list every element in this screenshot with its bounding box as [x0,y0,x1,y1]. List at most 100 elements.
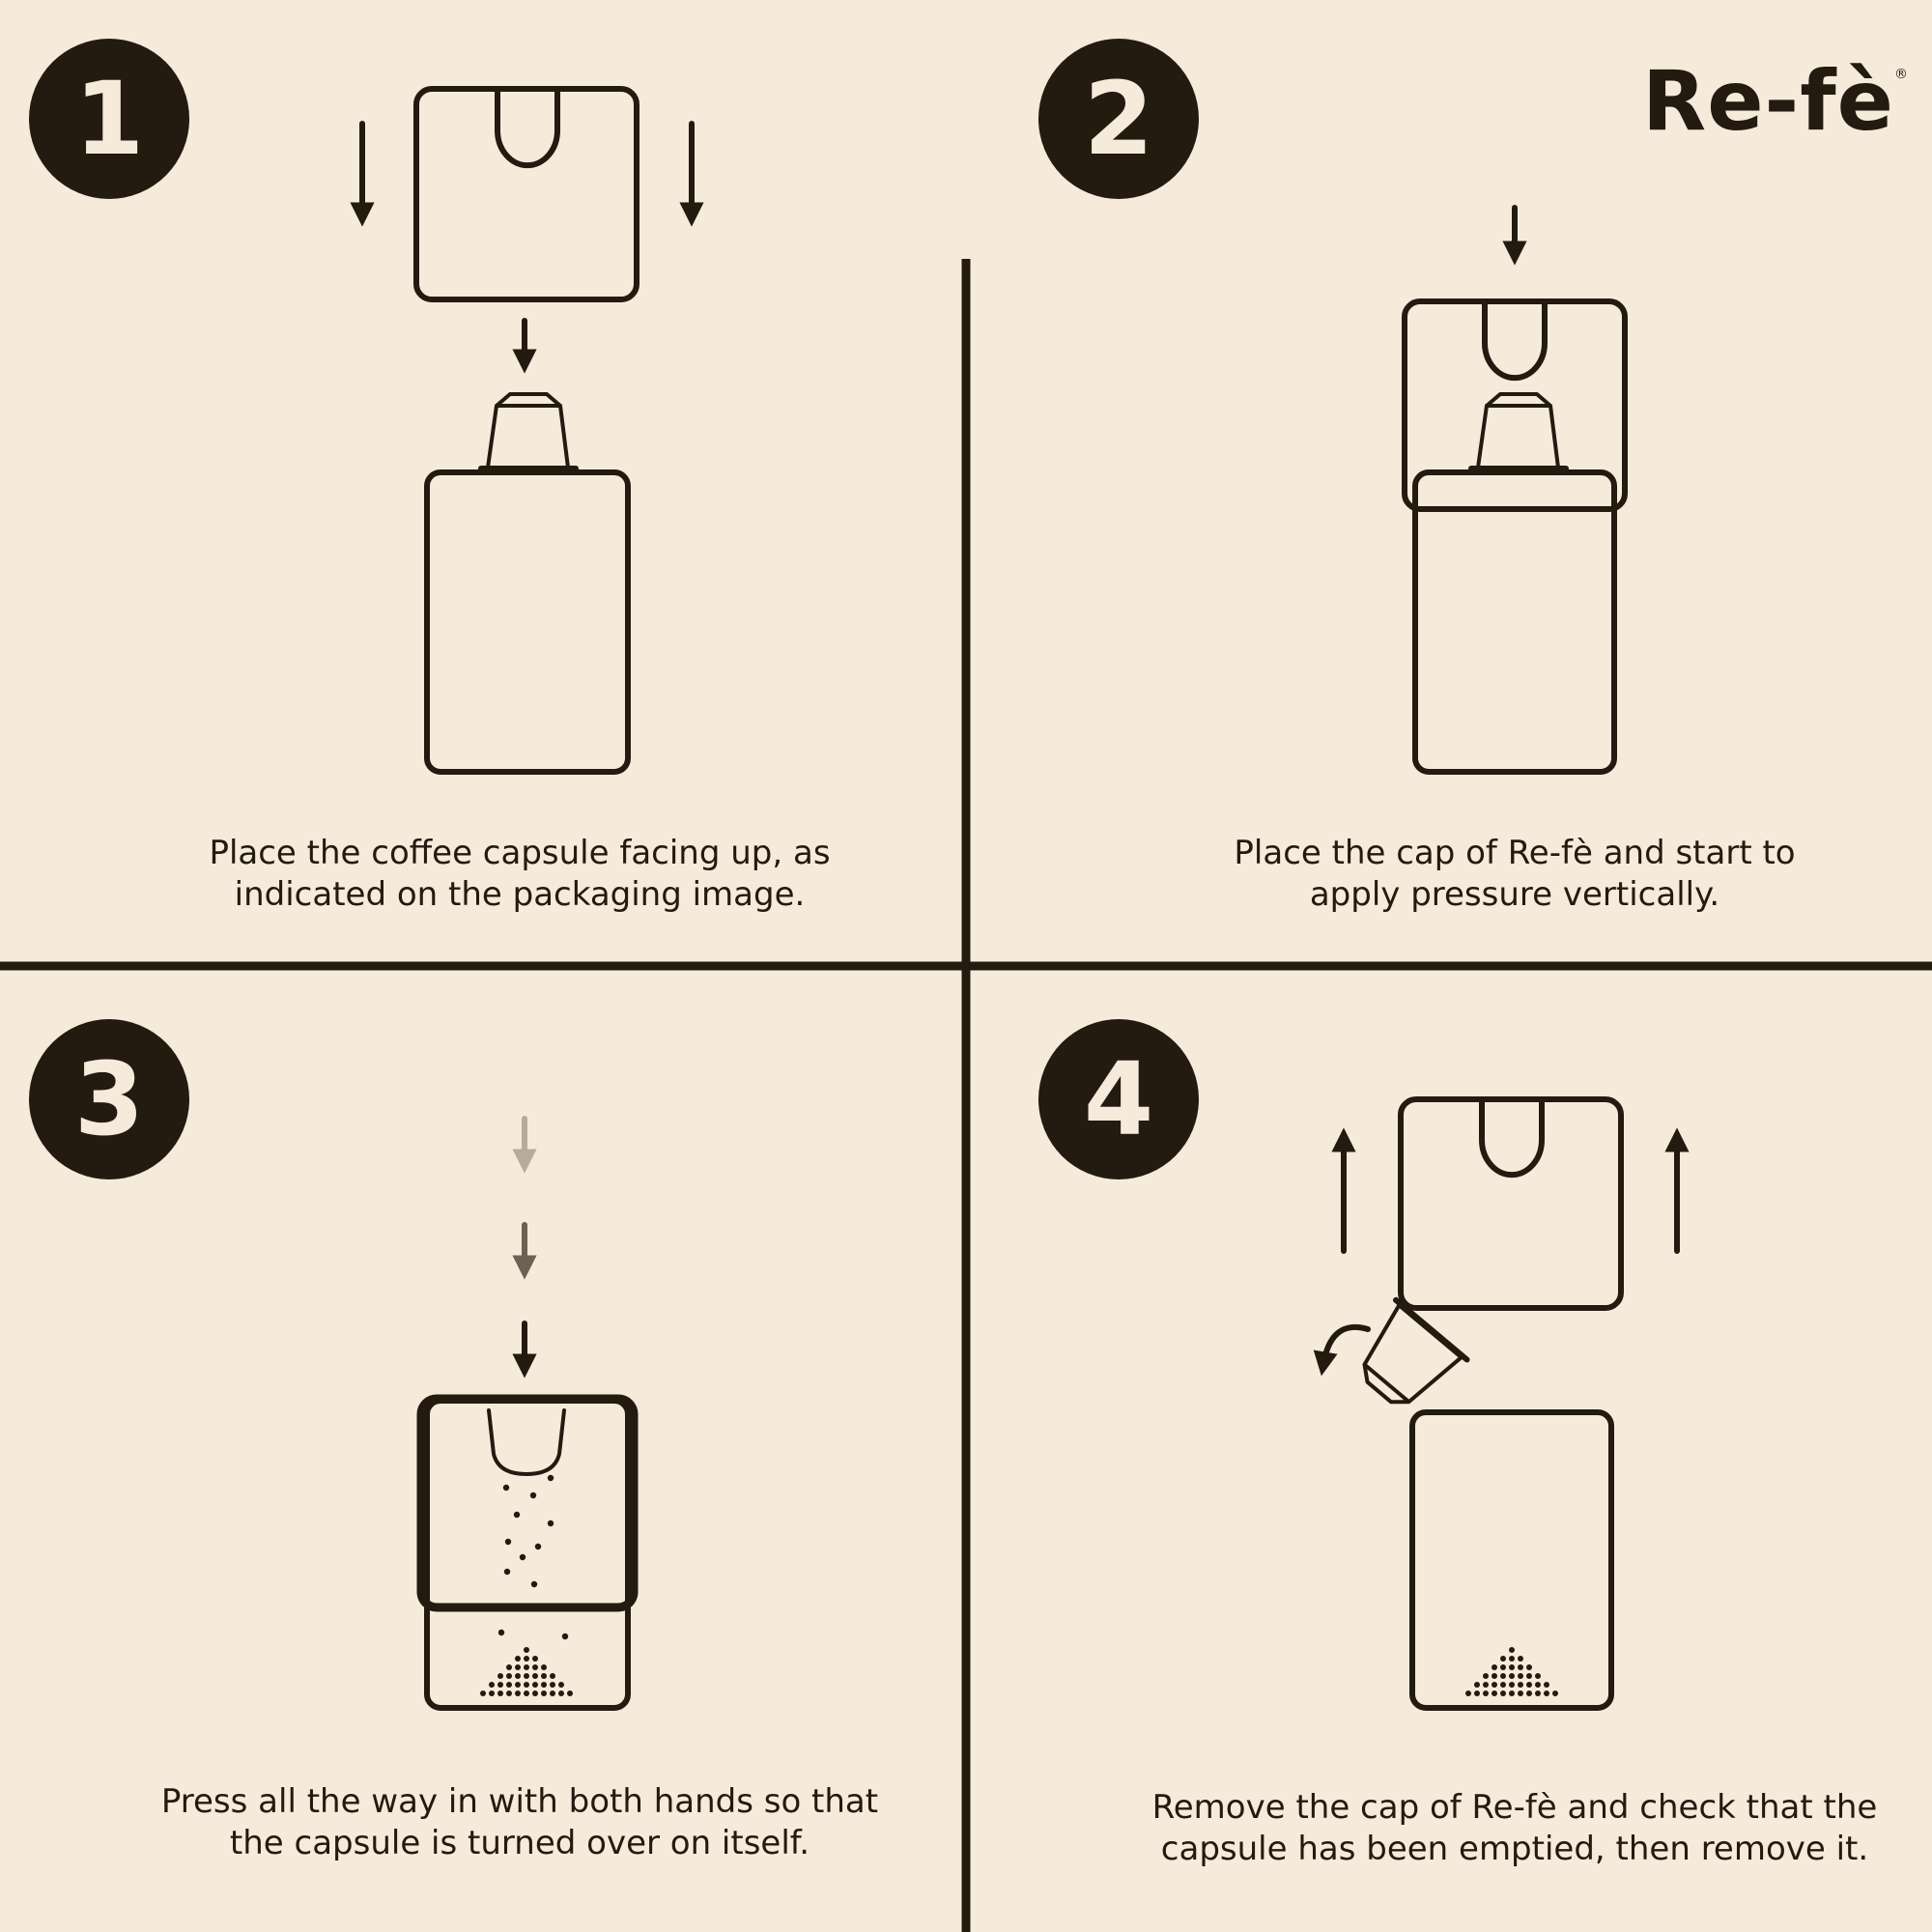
coffee-ground-dot [550,1673,555,1679]
step-4-tilted-capsule [1362,1296,1470,1405]
step-4-caption: Remove the cap of Re-fè and check that t… [1099,1787,1930,1870]
step-1-number-badge: 1 [29,39,189,199]
coffee-ground-dot [541,1673,547,1679]
coffee-ground-dot [1492,1664,1497,1670]
step-3-base [424,1398,631,1711]
step-1-base [424,469,631,775]
coffee-ground-dot [567,1690,573,1696]
panel-dividers [0,259,1932,1932]
coffee-ground-dot [506,1664,512,1670]
coffee-ground-dot [1526,1690,1532,1696]
coffee-ground-dot [1526,1673,1532,1679]
coffee-ground-dot [550,1682,555,1688]
coffee-ground-dot [1535,1673,1541,1679]
step-1-caption-line-2: indicated on the packaging image. [234,875,806,914]
step-4-caption-line-2: capsule has been emptied, then remove it… [1160,1830,1869,1868]
step-4-illustration [1313,1096,1690,1711]
coffee-ground-dot [1544,1682,1549,1688]
coffee-ground-dot [1509,1664,1515,1670]
coffee-ground-dot [1509,1656,1515,1662]
coffee-ground-dot [1492,1690,1497,1696]
coffee-ground-dot [506,1682,512,1688]
step-1-cap [413,86,639,302]
coffee-ground-dot [506,1690,512,1696]
coffee-ground-dot [1509,1673,1515,1679]
coffee-ground-dot [515,1673,521,1679]
coffee-ground-dot [1526,1664,1532,1670]
step-2-caption-line-1: Place the cap of Re-fè and start to [1234,834,1796,872]
step-3-inverted-capsule [487,1408,566,1476]
coffee-ground-dot [1526,1682,1532,1688]
coffee-ground-dot [558,1690,564,1696]
coffee-ground-dot [1500,1673,1506,1679]
step-2-illustration [1402,205,1628,775]
coffee-ground-dot [1552,1690,1558,1696]
coffee-ground-dot [1483,1690,1489,1696]
coffee-ground-dot [532,1664,538,1670]
coffee-ground-dot [1474,1682,1480,1688]
coffee-ground-dot [1518,1664,1523,1670]
coffee-ground-dot [515,1656,521,1662]
coffee-ground-dot [524,1647,529,1653]
step-3-coffee-pile [480,1647,573,1696]
step-3-falling-grounds [497,1474,569,1640]
coffee-ground-dot [541,1690,547,1696]
coffee-ground-dot [524,1682,529,1688]
coffee-ground-dot [550,1690,555,1696]
coffee-ground-dot [1492,1682,1497,1688]
coffee-ground-dot [515,1690,521,1696]
coffee-ground-dot [541,1682,547,1688]
coffee-ground-dot [1518,1673,1523,1679]
coffee-ground-dot [532,1682,538,1688]
coffee-ground-dot [532,1656,538,1662]
step-1-illustration [350,86,704,775]
coffee-ground-dot [1535,1682,1541,1688]
step-3-cap [416,1394,639,1612]
coffee-ground-dot [1483,1673,1489,1679]
coffee-ground-dot [489,1690,495,1696]
coffee-ground-dot [1474,1690,1480,1696]
brand-logo: Re-fè® [1642,60,1909,143]
step-2-number-badge: 2 [1038,39,1199,199]
coffee-ground-dot [524,1656,529,1662]
step-1-caption-line-1: Place the coffee capsule facing up, as [209,834,831,872]
coffee-ground-dot [497,1682,503,1688]
coffee-ground-dot [524,1673,529,1679]
step-1-cap-notch [495,88,560,169]
coffee-ground-dot [541,1664,547,1670]
coffee-ground-dot [1518,1682,1523,1688]
coffee-ground-dot [497,1690,503,1696]
step-3-number-badge: 3 [29,1019,189,1179]
step-4-number-badge: 4 [1038,1019,1199,1179]
coffee-ground-dot [480,1690,486,1696]
step-4-cap [1398,1096,1624,1311]
step-2-caption-line-2: apply pressure vertically. [1309,875,1720,914]
step-2-base [1412,469,1617,775]
step-3-caption: Press all the way in with both hands so … [104,1781,935,1864]
step-1-caption: Place the coffee capsule facing up, as i… [104,833,935,916]
step-2-cap-notch [1482,300,1548,382]
step-4-base [1409,1409,1614,1711]
coffee-ground-dot [1492,1673,1497,1679]
coffee-ground-dot [1483,1682,1489,1688]
coffee-ground-dot [532,1690,538,1696]
coffee-ground-dot [1509,1647,1515,1653]
coffee-ground-dot [1509,1690,1515,1696]
coffee-ground-dot [1500,1664,1506,1670]
step-3-caption-line-2: the capsule is turned over on itself. [229,1824,810,1862]
coffee-ground-dot [1500,1682,1506,1688]
step-4-coffee-pile [1465,1647,1558,1696]
coffee-ground-dot [506,1673,512,1679]
step-4-cap-notch [1479,1098,1545,1179]
coffee-ground-dot [1518,1690,1523,1696]
coffee-ground-dot [1535,1690,1541,1696]
step-3-caption-line-1: Press all the way in with both hands so … [160,1782,879,1821]
coffee-ground-dot [1518,1656,1523,1662]
coffee-ground-dot [497,1673,503,1679]
coffee-ground-dot [489,1682,495,1688]
coffee-ground-dot [532,1673,538,1679]
coffee-ground-dot [515,1664,521,1670]
step-1-capsule [486,392,570,469]
